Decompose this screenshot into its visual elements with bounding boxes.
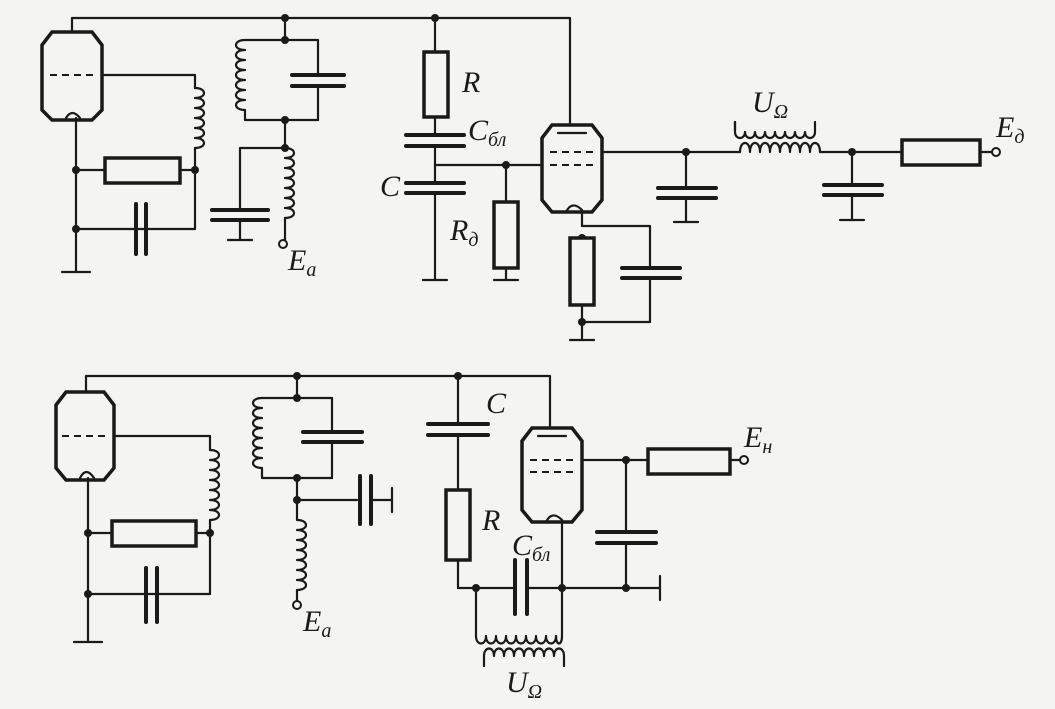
top-resistor-r <box>422 50 450 119</box>
bottom-u-omega-label: UΩ <box>506 666 542 703</box>
bottom-r-label: R <box>481 504 500 537</box>
top-cathode-resistor <box>568 236 596 307</box>
top-tank-coil <box>234 38 320 122</box>
top-circuit: Ea R Cбл C Rд <box>40 14 1024 342</box>
bottom-tank-coil <box>251 396 334 480</box>
top-r-label: R <box>461 66 480 99</box>
top-mod-tube-cathode <box>564 204 584 214</box>
top-ed-terminal <box>991 147 1001 157</box>
bottom-plate-rail <box>84 374 552 430</box>
bottom-transformer-secondary <box>482 647 566 668</box>
top-grid-resistor <box>103 156 182 185</box>
bottom-oscillator-tube <box>54 390 116 482</box>
top-choke-coil <box>283 146 296 242</box>
bottom-c-label: C <box>486 387 507 420</box>
bottom-choke-coil <box>295 498 308 602</box>
top-ea-label: Ea <box>287 244 316 281</box>
bottom-modulator-tube <box>520 426 584 524</box>
top-u-omega-label: UΩ <box>752 86 788 123</box>
top-modulation-transformer <box>738 141 902 154</box>
bottom-en-label: Eн <box>743 421 772 458</box>
bottom-ea-terminal <box>292 600 302 610</box>
bottom-osc-tube-cathode <box>78 470 96 480</box>
top-modulator-tube <box>540 123 604 214</box>
top-c-label: C <box>380 170 401 203</box>
top-ed-label: Eд <box>995 111 1024 148</box>
top-feedback-coil <box>193 86 206 150</box>
top-transformer-secondary <box>733 120 817 140</box>
top-resistor-rd <box>492 200 520 270</box>
top-rd-label: Rд <box>449 214 478 251</box>
top-series-resistor <box>900 138 982 167</box>
top-plate-rail <box>70 16 572 127</box>
bottom-en-terminal <box>739 455 749 465</box>
bottom-grid-resistor <box>110 519 198 548</box>
bottom-modulation-transformer <box>474 634 564 645</box>
top-osc-tube-cathode <box>64 111 82 120</box>
bottom-resistor-r <box>444 488 472 562</box>
bottom-series-resistor <box>646 447 732 476</box>
bottom-ea-label: Ea <box>302 605 331 642</box>
top-ea-terminal <box>278 239 288 249</box>
bottom-feedback-coil <box>208 448 221 522</box>
bottom-circuit: Ea C R Cбл UΩ <box>54 372 772 703</box>
bottom-cbl-label: Cбл <box>512 529 551 566</box>
bottom-mod-tube-cathode <box>544 514 564 524</box>
top-oscillator-tube <box>40 30 104 122</box>
top-cbl-label: Cбл <box>468 114 507 151</box>
